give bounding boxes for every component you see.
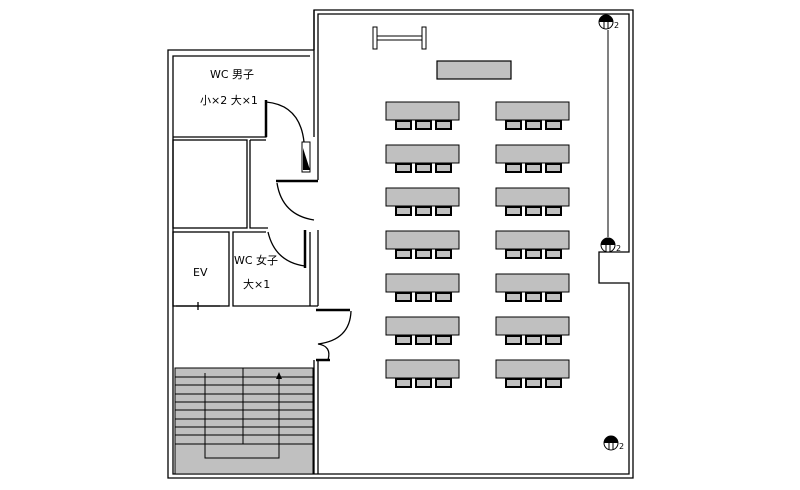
chair [505, 292, 522, 302]
student-desk [385, 144, 460, 164]
chair [395, 163, 412, 173]
corridor-door [276, 179, 318, 221]
elevator-label: EV [193, 266, 208, 279]
student-desk [385, 273, 460, 293]
desk-grid [385, 101, 570, 388]
chair [525, 292, 542, 302]
ceiling-light-3: 2 [603, 435, 624, 451]
student-desk [385, 316, 460, 336]
chair [505, 206, 522, 216]
chair [545, 206, 562, 216]
wc-men-label: WC 男子 [210, 68, 254, 81]
chair [505, 163, 522, 173]
chair [545, 120, 562, 130]
chair [435, 206, 452, 216]
chair [395, 335, 412, 345]
student-desk [385, 101, 460, 121]
student-desk [495, 359, 570, 379]
chair [415, 335, 432, 345]
chair [545, 378, 562, 388]
storage-room [172, 139, 248, 229]
building-walls [167, 9, 634, 479]
chair [395, 120, 412, 130]
chair [395, 206, 412, 216]
chair [525, 378, 542, 388]
chair [505, 249, 522, 259]
chair [505, 120, 522, 130]
light-count: 2 [614, 21, 619, 30]
chair [415, 120, 432, 130]
chair [505, 335, 522, 345]
elevator: EV [172, 231, 230, 310]
student-desk [385, 230, 460, 250]
chair [435, 249, 452, 259]
light-count: 2 [616, 244, 621, 253]
staircase [174, 367, 314, 475]
student-desk [495, 316, 570, 336]
ceiling-light-1: 2 [598, 14, 619, 30]
entrance-door [316, 308, 352, 362]
chair [505, 378, 522, 388]
chair [435, 335, 452, 345]
chair [545, 163, 562, 173]
student-desk [385, 187, 460, 207]
light-count: 2 [619, 442, 624, 451]
chair [415, 378, 432, 388]
chair [435, 163, 452, 173]
chair [415, 249, 432, 259]
chair [395, 249, 412, 259]
student-desk [495, 187, 570, 207]
chair [415, 206, 432, 216]
wc-men-detail: 小×2 大×1 [200, 93, 258, 107]
chair [525, 120, 542, 130]
chair [525, 206, 542, 216]
whiteboard [372, 26, 427, 50]
wc-men-room: WC 男子 小×2 大×1 [173, 68, 311, 173]
chair [415, 292, 432, 302]
student-desk [495, 101, 570, 121]
ceiling-light-2: 2 [600, 237, 621, 253]
chair [435, 292, 452, 302]
student-desk [385, 359, 460, 379]
chair [545, 249, 562, 259]
chair [395, 292, 412, 302]
chair [435, 378, 452, 388]
chair [415, 163, 432, 173]
chair [545, 335, 562, 345]
chair [435, 120, 452, 130]
chair [525, 335, 542, 345]
teacher-desk [436, 60, 512, 80]
chair [525, 163, 542, 173]
chair [395, 378, 412, 388]
student-desk [495, 273, 570, 293]
student-desk [495, 144, 570, 164]
chair [545, 292, 562, 302]
student-desk [495, 230, 570, 250]
wc-women-detail: 大×1 [243, 277, 270, 291]
stair-up-arrow-icon [276, 372, 282, 379]
chair [525, 249, 542, 259]
wc-women-label: WC 女子 [234, 253, 278, 267]
wc-women-room: WC 女子 大×1 [232, 230, 318, 307]
